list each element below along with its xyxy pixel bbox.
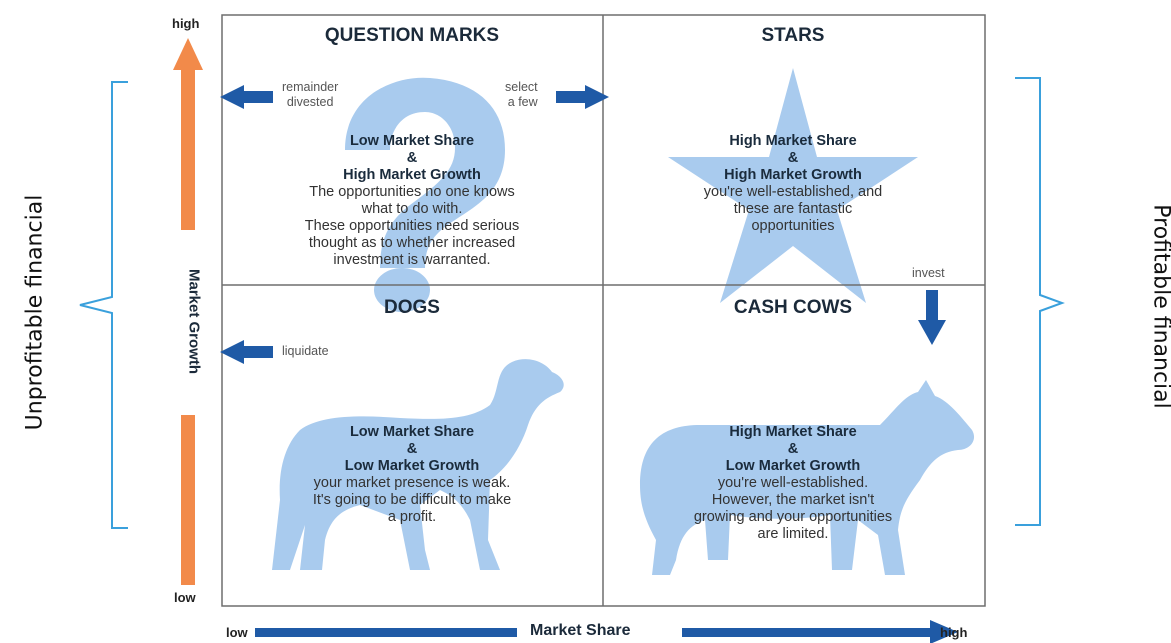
dogs-title: DOGS xyxy=(384,297,440,318)
note-invest: invest xyxy=(912,266,945,280)
note-liquidate: liquidate xyxy=(282,344,329,358)
stars-text: High Market Share & High Market Growth y… xyxy=(703,133,883,234)
question-mark-silhouette xyxy=(345,77,505,312)
growth-low-label: low xyxy=(174,590,196,605)
share-arrow-left xyxy=(255,628,517,637)
growth-axis-title: Market Growth xyxy=(185,255,203,388)
left-brace xyxy=(79,81,128,529)
dogs-text: Low Market Share & Low Market Growth you… xyxy=(312,424,512,525)
growth-high-label: high xyxy=(172,16,200,31)
right-side-label: Profitable financial xyxy=(1148,204,1171,409)
cash-cows-title: CASH COWS xyxy=(733,297,853,318)
arrow-liquidate xyxy=(220,340,273,364)
arrow-select-few xyxy=(556,85,609,109)
note-select-few: select a few xyxy=(505,80,538,109)
cow-silhouette xyxy=(640,380,975,575)
question-marks-title: QUESTION MARKS xyxy=(324,25,500,46)
dog-silhouette xyxy=(272,359,564,570)
share-arrow-head xyxy=(930,620,958,643)
growth-arrow-head xyxy=(173,38,203,70)
question-marks-text: Low Market Share & High Market Growth Th… xyxy=(304,133,520,268)
growth-arrow-lower xyxy=(181,415,195,585)
cash-cows-text: High Market Share & Low Market Growth yo… xyxy=(693,424,893,542)
share-high-label: high xyxy=(940,625,968,640)
left-side-label: Unprofitable financial xyxy=(22,194,48,431)
star-silhouette xyxy=(668,68,918,303)
share-low-label: low xyxy=(226,625,248,640)
arrow-invest xyxy=(918,290,946,345)
share-axis-title: Market Share xyxy=(520,622,641,640)
stars-title: STARS xyxy=(761,25,825,46)
share-arrow-right xyxy=(682,628,937,637)
right-brace xyxy=(1015,77,1065,526)
growth-arrow-upper xyxy=(181,68,195,230)
arrow-divested xyxy=(220,85,273,109)
note-remainder-divested: remainder divested xyxy=(282,80,339,109)
